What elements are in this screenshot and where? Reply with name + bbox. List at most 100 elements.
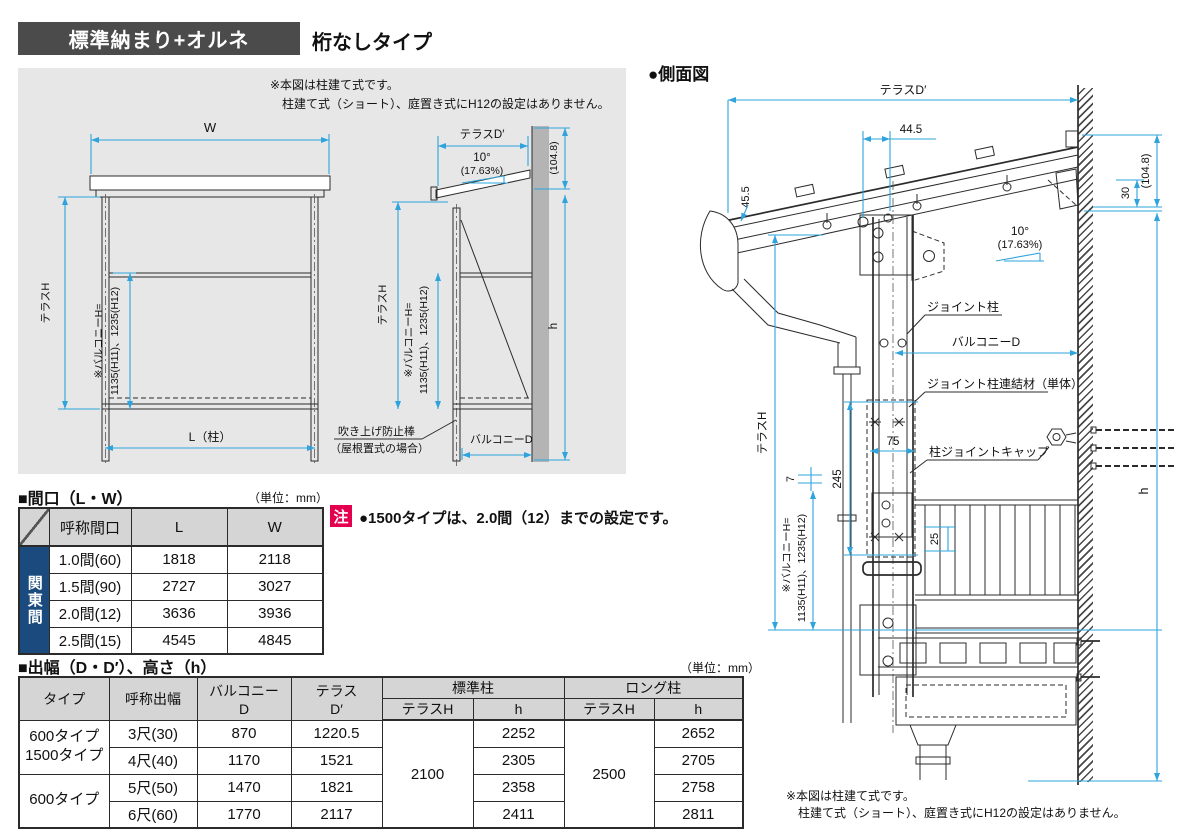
maguchi-w-value: 3936 bbox=[226, 599, 324, 628]
maguchi-l-value: 2727 bbox=[130, 572, 228, 601]
debaba-col-balcony-d-line1: バルコニー bbox=[209, 682, 279, 699]
dim-terrace-h-label-side: テラスH bbox=[377, 285, 389, 326]
overview-note: ※本図は柱建て式です。 柱建て式（ショート）、庭置き式にH12の設定はありません… bbox=[270, 76, 610, 113]
debaba-row-name: 3尺(30) bbox=[108, 719, 198, 748]
side-figure-drawing: テラスD′ 44.5 45.5 (104.8) 30 h 10 bbox=[699, 85, 1176, 785]
dim-w-label: W bbox=[204, 120, 217, 135]
debaba-long-h-value: 2811 bbox=[653, 800, 744, 829]
debaba-row-name: 4尺(40) bbox=[108, 746, 198, 775]
debaba-long-h-value: 2758 bbox=[653, 773, 744, 802]
debaba-type-group1-line1: 600タイプ bbox=[29, 728, 100, 746]
maguchi-corner-cell bbox=[18, 507, 50, 547]
debaba-terrace-d-value: 1821 bbox=[290, 773, 383, 802]
debaba-col-balcony-d: バルコニー D bbox=[196, 676, 292, 721]
fig-balcony-d-label: バルコニーD bbox=[952, 335, 1021, 349]
fig-terrace-d-label: テラスD′ bbox=[880, 85, 927, 97]
table-row: 関東間 1.0間(60) 1818 2118 bbox=[18, 545, 324, 655]
front-elevation-drawing: W テラスH ※バルコニーH= 1135(H11)、1235(H12) L（柱） bbox=[40, 120, 331, 466]
header-title: 標準納まり+オルネ bbox=[68, 30, 250, 52]
fig-25-label: 25 bbox=[929, 533, 941, 545]
sidefig-dimensions: テラスD′ 44.5 45.5 (104.8) 30 h 10 bbox=[727, 85, 1162, 782]
side-figure-title: ●側面図 bbox=[648, 65, 710, 84]
dim-terrace-h-label: テラスH bbox=[40, 283, 52, 324]
debaba-long-h-value: 2705 bbox=[653, 746, 744, 775]
fig-slope-pct: (17.63%) bbox=[998, 239, 1043, 251]
dim-104-8-label: (104.8) bbox=[548, 141, 560, 174]
debaba-balcony-d-value: 1470 bbox=[196, 773, 292, 802]
maguchi-col-name: 呼称間口 bbox=[48, 507, 132, 547]
debaba-col-terrace-d-line1: テラス bbox=[315, 682, 358, 699]
fig-75-label: 75 bbox=[887, 436, 900, 448]
fig-45-5-label: 45.5 bbox=[740, 186, 752, 207]
debaba-table-unit: （単位：mm） bbox=[680, 661, 760, 675]
fig-7-label: 7 bbox=[785, 476, 797, 482]
fig-104-8-label: (104.8) bbox=[1140, 154, 1152, 189]
fig-balcony-h-values: 1135(H11)、1235(H12) bbox=[796, 514, 808, 622]
maguchi-l-value: 3636 bbox=[130, 599, 228, 628]
maguchi-row-name: 2.0間(12) bbox=[48, 599, 132, 628]
fig-44-5-label: 44.5 bbox=[900, 124, 922, 136]
fig-245-label: 245 bbox=[832, 469, 844, 488]
windbar-line2: （屋根置式の場合） bbox=[330, 441, 429, 455]
debaba-row-name: 6尺(60) bbox=[108, 800, 198, 829]
maguchi-l-value: 4545 bbox=[130, 626, 228, 655]
dim-balcony-h-label: ※バルコニーH= bbox=[93, 304, 105, 379]
slope-deg-label: 10° bbox=[473, 152, 490, 164]
debaba-balcony-d-value: 1170 bbox=[196, 746, 292, 775]
maguchi-col-l: L bbox=[130, 507, 228, 547]
maguchi-row-name: 1.0間(60) bbox=[48, 545, 132, 574]
balcony-slats bbox=[915, 499, 1078, 601]
dim-balcony-h-values: 1135(H11)、1235(H12) bbox=[109, 287, 121, 395]
debaba-col-long-terrace-h: テラスH bbox=[563, 698, 655, 721]
debaba-col-terrace-d-line2: D′ bbox=[330, 700, 343, 717]
fig-slope-deg: 10° bbox=[1011, 224, 1029, 238]
debaba-col-std-h: h bbox=[472, 698, 565, 721]
maguchi-w-value: 4845 bbox=[226, 626, 324, 655]
maguchi-table-unit: （単位：mm） bbox=[248, 491, 328, 505]
fig-joint-connector-label: ジョイント柱連結材（単体） bbox=[927, 376, 1083, 391]
wall-anchor-bolts bbox=[1046, 426, 1176, 682]
dim-terrace-d-label: テラスD′ bbox=[460, 129, 505, 141]
maguchi-row-group: 関東間 bbox=[18, 545, 50, 655]
debaba-long-terrace-h-value: 2500 bbox=[563, 719, 655, 829]
debaba-terrace-d-value: 1521 bbox=[290, 746, 383, 775]
wall-hatch bbox=[1078, 88, 1093, 782]
debaba-std-terrace-h-value: 2100 bbox=[381, 719, 474, 829]
debaba-col-std-terrace-h: テラスH bbox=[381, 698, 474, 721]
maguchi-row-name: 2.5間(15) bbox=[48, 626, 132, 655]
debaba-col-name: 呼称出幅 bbox=[108, 676, 198, 721]
maguchi-w-value: 2118 bbox=[226, 545, 324, 574]
debaba-table-title: ■出幅（D・D′）、高さ（h） bbox=[18, 660, 217, 677]
debaba-col-terrace-d: テラス D′ bbox=[290, 676, 383, 721]
windbar-line1: 吹き上げ防止棒 bbox=[338, 424, 415, 438]
maguchi-l-value: 1818 bbox=[130, 545, 228, 574]
side-figure-note-line2: 柱建て式（ショート）、庭置き式にH12の設定はありません。 bbox=[798, 805, 1126, 820]
deck-structure bbox=[878, 627, 1078, 780]
fig-balcony-h-label: ※バルコニーH= bbox=[781, 518, 793, 593]
dim-balcony-d-label: バルコニーD bbox=[470, 433, 533, 446]
debaba-row-name: 5尺(50) bbox=[108, 773, 198, 802]
debaba-type-group2: 600タイプ bbox=[18, 773, 110, 829]
table-row: 2.0間(12) 3636 3936 bbox=[19, 599, 324, 628]
joint-connector-box bbox=[866, 399, 916, 558]
dim-balcony-h-values-side: 1135(H11)、1235(H12) bbox=[418, 286, 430, 394]
post-joint-cap-band bbox=[862, 561, 922, 576]
wall-strip bbox=[532, 126, 549, 462]
fig-slope-glyph bbox=[995, 252, 1044, 262]
debaba-terrace-d-value: 2117 bbox=[290, 800, 383, 829]
side-figure-note: ※本図は柱建て式です。 柱建て式（ショート）、庭置き式にH12の設定はありません… bbox=[786, 788, 1126, 822]
dim-l-label: L（柱） bbox=[189, 429, 232, 444]
table-row: 1.5間(90) 2727 3027 bbox=[19, 572, 324, 601]
fig-h-label: h bbox=[1137, 487, 1151, 494]
maguchi-table-title: ■間口（L・W） bbox=[18, 491, 133, 508]
debaba-std-h-value: 2358 bbox=[472, 773, 565, 802]
caution-badge: 注 bbox=[330, 505, 352, 527]
debaba-balcony-d-value: 870 bbox=[196, 719, 292, 748]
maguchi-w-value: 3027 bbox=[226, 572, 324, 601]
debaba-std-h-value: 2305 bbox=[472, 746, 565, 775]
caution-text: ●1500タイプは、2.0間（12）までの設定です。 bbox=[359, 510, 678, 527]
header-subtitle: 桁なしタイプ bbox=[312, 32, 432, 54]
roof-hooks bbox=[822, 175, 1012, 230]
fig-30-label: 30 bbox=[1120, 187, 1132, 199]
debaba-col-balcony-d-line2: D bbox=[238, 700, 250, 717]
